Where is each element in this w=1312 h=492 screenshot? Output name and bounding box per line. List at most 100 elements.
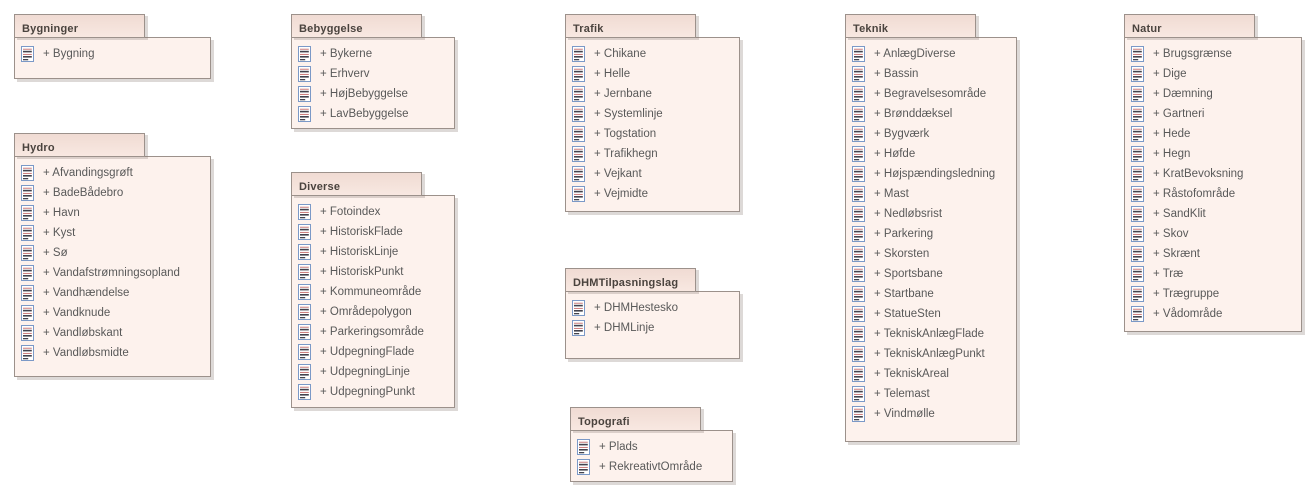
uml-package-diverse[interactable]: Diverse + Fotoindex + HistoriskFlade <box>291 172 455 408</box>
package-item[interactable]: + Gartneri <box>1125 104 1301 124</box>
package-item[interactable]: + Vandafstrømningsopland <box>15 263 210 283</box>
package-item[interactable]: + Hede <box>1125 124 1301 144</box>
package-item[interactable]: + BadeBådebro <box>15 183 210 203</box>
package-tab[interactable]: Natur <box>1124 14 1255 38</box>
package-item[interactable]: + Sportsbane <box>846 264 1016 284</box>
package-body[interactable]: + Chikane + Helle + Jernbane <box>565 37 740 212</box>
package-item[interactable]: + Brugsgrænse <box>1125 44 1301 64</box>
package-item[interactable]: + Parkering <box>846 224 1016 244</box>
package-item[interactable]: + Vejmidte <box>566 184 739 204</box>
package-body[interactable]: + Fotoindex + HistoriskFlade + Historisk… <box>291 195 455 408</box>
package-body[interactable]: + Afvandingsgrøft + BadeBådebro + Havn <box>14 156 211 377</box>
package-body[interactable]: + Bygning <box>14 37 211 79</box>
package-tab[interactable]: Trafik <box>565 14 696 38</box>
package-tab[interactable]: Bebyggelse <box>291 14 422 38</box>
package-item[interactable]: + KratBevoksning <box>1125 164 1301 184</box>
package-item[interactable]: + Høfde <box>846 144 1016 164</box>
package-item[interactable]: + Råstofområde <box>1125 184 1301 204</box>
uml-package-natur[interactable]: Natur + Brugsgrænse + Dige <box>1124 14 1302 332</box>
package-item[interactable]: + TekniskAnlægFlade <box>846 324 1016 344</box>
package-item[interactable]: + Kommuneområde <box>292 282 454 302</box>
package-item[interactable]: + Højspændingsledning <box>846 164 1016 184</box>
package-item[interactable]: + Områdepolygon <box>292 302 454 322</box>
package-tab[interactable]: Topografi <box>570 407 701 431</box>
package-item[interactable]: + Dige <box>1125 64 1301 84</box>
package-item[interactable]: + Vådområde <box>1125 304 1301 324</box>
package-item[interactable]: + Kyst <box>15 223 210 243</box>
package-tab[interactable]: Teknik <box>845 14 976 38</box>
package-item[interactable]: + Vindmølle <box>846 404 1016 424</box>
package-item[interactable]: + LavBebyggelse <box>292 104 454 124</box>
package-item[interactable]: + Vandløbskant <box>15 323 210 343</box>
uml-package-teknik[interactable]: Teknik + AnlægDiverse + Bassin <box>845 14 1017 442</box>
package-item[interactable]: + Hegn <box>1125 144 1301 164</box>
package-item[interactable]: + Chikane <box>566 44 739 64</box>
uml-package-trafik[interactable]: Trafik + Chikane + Helle <box>565 14 740 212</box>
package-tab[interactable]: Diverse <box>291 172 422 196</box>
package-item[interactable]: + UdpegningFlade <box>292 342 454 362</box>
package-item[interactable]: + DHMHestesko <box>566 298 739 318</box>
package-item[interactable]: + Mast <box>846 184 1016 204</box>
package-item[interactable]: + UdpegningLinje <box>292 362 454 382</box>
class-element-icon <box>298 66 311 82</box>
package-item[interactable]: + Bygværk <box>846 124 1016 144</box>
package-item[interactable]: + Startbane <box>846 284 1016 304</box>
package-item[interactable]: + Havn <box>15 203 210 223</box>
package-item[interactable]: + Fotoindex <box>292 202 454 222</box>
package-item[interactable]: + DHMLinje <box>566 318 739 338</box>
package-item[interactable]: + Skrænt <box>1125 244 1301 264</box>
package-item[interactable]: + Telemast <box>846 384 1016 404</box>
package-item[interactable]: + UdpegningPunkt <box>292 382 454 402</box>
uml-package-bebyggelse[interactable]: Bebyggelse + Bykerne + Erhverv <box>291 14 455 129</box>
package-item[interactable]: + Togstation <box>566 124 739 144</box>
package-item[interactable]: + Vandhændelse <box>15 283 210 303</box>
package-body[interactable]: + Plads + RekreativtOmråde <box>570 430 733 482</box>
package-item[interactable]: + Afvandingsgrøft <box>15 163 210 183</box>
package-body[interactable]: + DHMHestesko + DHMLinje <box>565 291 740 359</box>
package-item[interactable]: + Jernbane <box>566 84 739 104</box>
package-item[interactable]: + Trægruppe <box>1125 284 1301 304</box>
package-item[interactable]: + RekreativtOmråde <box>571 457 732 477</box>
package-item[interactable]: + Bygning <box>15 44 210 64</box>
package-item[interactable]: + Plads <box>571 437 732 457</box>
package-tab[interactable]: Hydro <box>14 133 145 157</box>
package-item[interactable]: + Sø <box>15 243 210 263</box>
package-item[interactable]: + Vandknude <box>15 303 210 323</box>
uml-package-bygninger[interactable]: Bygninger + Bygning <box>14 14 211 79</box>
uml-package-hydro[interactable]: Hydro + Afvandingsgrøft + BadeBådebro <box>14 133 211 377</box>
package-item[interactable]: + TekniskAnlægPunkt <box>846 344 1016 364</box>
package-item[interactable]: + Parkeringsområde <box>292 322 454 342</box>
package-body[interactable]: + Bykerne + Erhverv + HøjBebyggelse <box>291 37 455 129</box>
package-item[interactable]: + Bassin <box>846 64 1016 84</box>
package-item[interactable]: + Helle <box>566 64 739 84</box>
package-body[interactable]: + AnlægDiverse + Bassin + Begravelsesomr… <box>845 37 1017 442</box>
package-item[interactable]: + Bykerne <box>292 44 454 64</box>
package-item[interactable]: + Erhverv <box>292 64 454 84</box>
package-item[interactable]: + HøjBebyggelse <box>292 84 454 104</box>
package-item[interactable]: + Systemlinje <box>566 104 739 124</box>
class-element-icon <box>1131 226 1144 242</box>
package-item[interactable]: + HistoriskLinje <box>292 242 454 262</box>
package-item[interactable]: + Nedløbsrist <box>846 204 1016 224</box>
package-item[interactable]: + Vejkant <box>566 164 739 184</box>
package-item[interactable]: + SandKlit <box>1125 204 1301 224</box>
uml-package-topografi[interactable]: Topografi + Plads + RekreativtOmråde <box>570 407 733 482</box>
package-item[interactable]: + Træ <box>1125 264 1301 284</box>
package-item[interactable]: + HistoriskFlade <box>292 222 454 242</box>
package-item[interactable]: + Trafikhegn <box>566 144 739 164</box>
item-label: + Områdepolygon <box>320 306 412 318</box>
package-item[interactable]: + Skov <box>1125 224 1301 244</box>
package-item[interactable]: + Begravelsesområde <box>846 84 1016 104</box>
package-item[interactable]: + StatueSten <box>846 304 1016 324</box>
package-item[interactable]: + Dæmning <box>1125 84 1301 104</box>
package-item[interactable]: + HistoriskPunkt <box>292 262 454 282</box>
package-tab[interactable]: Bygninger <box>14 14 145 38</box>
uml-package-dhmtilpasningslag[interactable]: DHMTilpasningslag + DHMHestesko + DHMLin… <box>565 268 740 359</box>
package-item[interactable]: + Brønddæksel <box>846 104 1016 124</box>
package-body[interactable]: + Brugsgrænse + Dige + Dæmning <box>1124 37 1302 332</box>
package-item[interactable]: + TekniskAreal <box>846 364 1016 384</box>
package-item[interactable]: + Skorsten <box>846 244 1016 264</box>
package-tab[interactable]: DHMTilpasningslag <box>565 268 696 292</box>
package-item[interactable]: + AnlægDiverse <box>846 44 1016 64</box>
package-item[interactable]: + Vandløbsmidte <box>15 343 210 363</box>
